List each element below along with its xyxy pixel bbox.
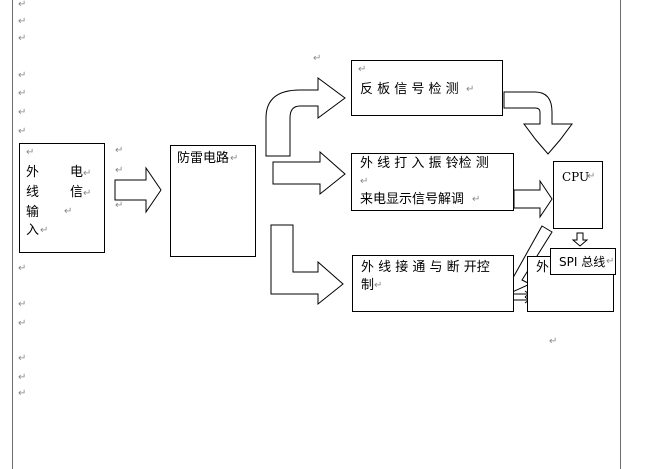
paragraph-mark: ↵	[587, 171, 596, 182]
paragraph-mark: ↵	[230, 153, 239, 164]
external-line-input-block: ↵ 外 电 ↵ 线 信 ↵ 输 ↵ 入 ↵	[19, 143, 105, 253]
paragraph-mark: ↵	[83, 188, 92, 199]
paragraph-mark: ↵	[18, 126, 27, 137]
line-connect-control-label: 制	[361, 278, 375, 293]
spi-bus-label: SPI 总线	[559, 255, 606, 269]
paragraph-mark: ↵	[115, 165, 124, 176]
arrow-ring-detect-to-cpu	[513, 179, 553, 219]
paragraph-mark: ↵	[18, 70, 27, 81]
lightning-protection-block: 防雷电路 ↵	[170, 145, 256, 257]
paragraph-mark: ↵	[115, 200, 124, 211]
input-char: 入	[26, 223, 40, 238]
input-char: 输	[26, 205, 40, 220]
paragraph-mark: ↵	[18, 318, 27, 329]
ring-detect-label: 外 线 打 入 振 铃检 测	[360, 156, 489, 171]
line-connect-control-label: 外 线 接 通 与 断 开控	[361, 260, 490, 275]
paragraph-mark: ↵	[18, 299, 27, 310]
line-connect-control-block: 外 线 接 通 与 断 开控 制 ↵	[352, 255, 514, 312]
paragraph-mark: ↵	[360, 176, 369, 187]
paragraph-mark: ↵	[18, 353, 27, 364]
paragraph-mark: ↵	[40, 225, 49, 236]
arrow-protection-to-ring-detect	[272, 150, 346, 196]
paragraph-mark: ↵	[115, 145, 124, 156]
paragraph-mark: ↵	[466, 84, 475, 95]
paragraph-mark: ↵	[18, 372, 27, 383]
arrow-input-to-protection	[114, 166, 162, 214]
page-right-border	[620, 0, 621, 469]
paragraph-mark: ↵	[18, 33, 27, 44]
paragraph-mark: ↵	[549, 336, 558, 347]
paragraph-mark: ↵	[83, 168, 92, 179]
paragraph-mark: ↵	[472, 194, 481, 205]
input-char: 信	[70, 185, 84, 200]
input-char: 电	[70, 165, 84, 180]
reverse-signal-detect-label: 反 板 信 号 检 测	[360, 82, 459, 97]
paragraph-mark: ↵	[18, 107, 27, 118]
paragraph-mark: ↵	[18, 16, 27, 27]
reverse-signal-detect-block: ↵ 反 板 信 号 检 测 ↵	[351, 60, 503, 116]
paragraph-mark: ↵	[64, 206, 73, 217]
page-left-border	[12, 0, 13, 469]
caller-id-decode-label: 来电显示信号解调	[360, 192, 465, 207]
arrow-protection-to-reverse-detect	[265, 77, 346, 157]
spi-bus-block: SPI 总线 ↵	[550, 248, 616, 275]
cpu-block: CPU ↵	[553, 161, 603, 229]
input-char: 线	[26, 185, 40, 200]
cpu-label: CPU	[562, 170, 590, 184]
paragraph-mark: ↵	[18, 88, 27, 99]
paragraph-mark: ↵	[26, 147, 35, 158]
lower-right-label: 外	[536, 260, 550, 275]
arrow-cpu-to-spi	[571, 232, 589, 247]
lightning-protection-label: 防雷电路	[177, 151, 230, 166]
paragraph-mark: ↵	[18, 388, 27, 399]
paragraph-mark: ↵	[18, 0, 27, 10]
arrow-protection-to-line-control	[270, 224, 344, 306]
paragraph-mark: ↵	[18, 263, 27, 274]
paragraph-mark: ↵	[606, 256, 615, 267]
input-char: 外	[26, 165, 40, 180]
arrow-reverse-detect-to-cpu	[503, 91, 573, 155]
paragraph-mark: ↵	[313, 53, 322, 64]
paragraph-mark: ↵	[374, 280, 383, 291]
ring-detect-block: 外 线 打 入 振 铃检 测 ↵ 来电显示信号解调 ↵	[351, 153, 514, 211]
paragraph-mark: ↵	[358, 64, 367, 75]
